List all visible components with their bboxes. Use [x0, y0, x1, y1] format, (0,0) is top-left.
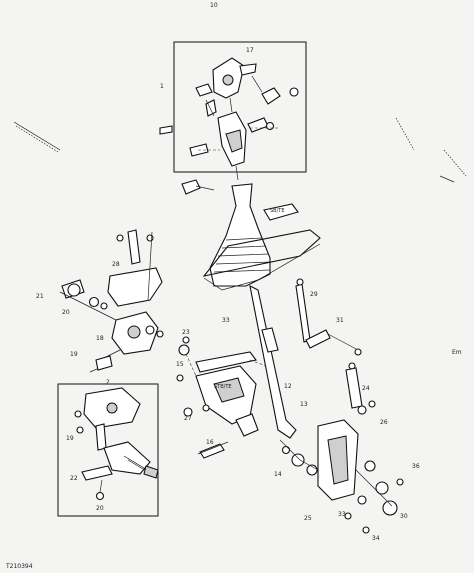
lever-rod: [249, 285, 297, 439]
callout-28: 28: [112, 261, 120, 268]
callout-33: 33: [222, 317, 230, 324]
callout-15: 15: [176, 361, 184, 368]
plate-label: STB/TE: [214, 384, 232, 390]
callout-24: 24: [362, 385, 370, 392]
callout-27: 27: [184, 415, 192, 422]
side-mark: Em: [452, 349, 462, 356]
callout-1: 1: [160, 83, 164, 90]
right-side-annotation: [395, 117, 467, 183]
callout-12: 12: [284, 383, 292, 390]
callout-33-lower: 33: [338, 511, 346, 518]
callout-22-box: 22: [70, 475, 78, 482]
callout-29: 29: [310, 291, 318, 298]
callout-17: 17: [246, 47, 254, 54]
center-linkage: STB/TE 33 23: [176, 317, 267, 459]
callout-18: 18: [96, 335, 104, 342]
callout-30: 30: [400, 513, 408, 520]
right-linkage-rods: 29 31: [295, 278, 376, 415]
callout-21: 21: [36, 293, 44, 300]
callout-26: 26: [380, 419, 388, 426]
left-side-annotation: [13, 121, 61, 153]
figure-id: T210394: [5, 563, 33, 570]
callout-2: 2: [106, 379, 110, 386]
callout-20: 20: [62, 309, 70, 316]
callout-19-box: 19: [66, 435, 74, 442]
small-clamp: [181, 179, 201, 195]
callout-13: 13: [300, 401, 308, 408]
left-inset-box: 19 22 20: [57, 383, 159, 517]
top-inset-box: 1 17: [159, 41, 307, 173]
callout-36: 36: [412, 463, 420, 470]
callout-19: 19: [70, 351, 78, 358]
callout-20-box: 20: [96, 505, 104, 512]
callout-14: 14: [274, 471, 282, 478]
upper-linkage-assembly: [159, 57, 299, 167]
lower-right-bracket: 36 14 30 34 33 25: [274, 419, 420, 542]
boot-label: SB/TE: [270, 208, 285, 214]
callout-23: 23: [182, 329, 190, 336]
top-mark: 10: [210, 2, 218, 9]
callout-16: 16: [206, 439, 214, 446]
left-bracket-assembly: 21 20: [36, 229, 164, 373]
callout-34: 34: [372, 535, 380, 542]
shift-lever-boot: SB/TE: [202, 183, 321, 291]
callout-31: 31: [336, 317, 344, 324]
callout-25: 25: [304, 515, 312, 522]
